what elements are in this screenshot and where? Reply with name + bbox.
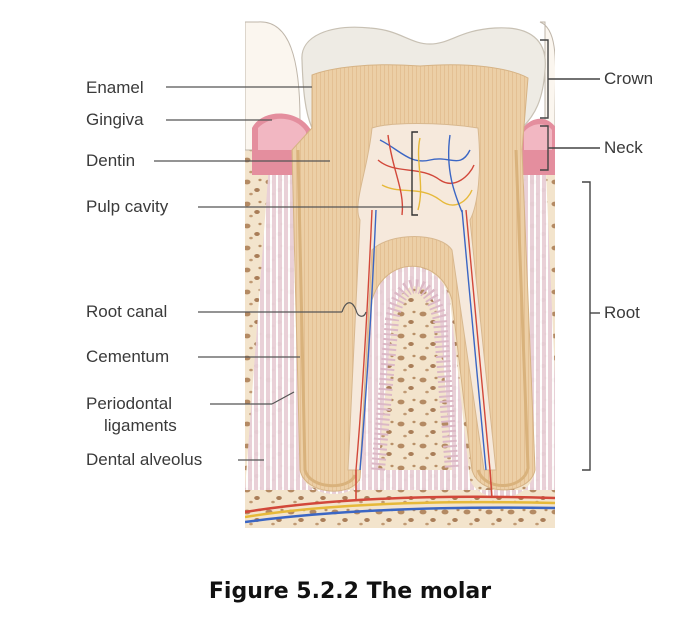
- gingiva-left-highlight: [258, 118, 306, 150]
- root-canal-marker: [341, 302, 367, 317]
- gingiva-right-highlight: [524, 124, 552, 150]
- label-neck: Neck: [604, 138, 643, 157]
- interradicular-bone: [378, 286, 452, 470]
- cementum-right: [476, 149, 530, 487]
- figure-caption: Figure 5.2.2 The molar: [208, 579, 492, 604]
- pulp-bracket: [411, 131, 418, 216]
- cementum-left: [296, 149, 357, 488]
- label-gingiva: Gingiva: [86, 110, 144, 129]
- label-dentin: Dentin: [86, 151, 136, 170]
- base-vessels: [245, 469, 555, 524]
- brackets-right: [540, 39, 600, 471]
- label-dental-alveolus: Dental alveolus: [86, 450, 203, 469]
- molar-diagram: [154, 20, 600, 528]
- root-bracket: [582, 181, 591, 471]
- label-root-canal: Root canal: [86, 302, 168, 321]
- label-root: Root: [604, 303, 640, 322]
- leader-periodontal-tail: [271, 391, 295, 405]
- label-periodontal-line2: ligaments: [104, 416, 177, 435]
- pulp-vessels: [355, 134, 491, 471]
- label-cementum: Cementum: [86, 347, 170, 366]
- pulp-cavity: [347, 123, 497, 471]
- label-crown: Crown: [604, 69, 654, 88]
- label-pulp-cavity: Pulp cavity: [86, 197, 169, 216]
- label-periodontal-line1: Periodontal: [86, 394, 173, 413]
- label-enamel: Enamel: [86, 78, 144, 97]
- leader-lines-left: [154, 86, 412, 461]
